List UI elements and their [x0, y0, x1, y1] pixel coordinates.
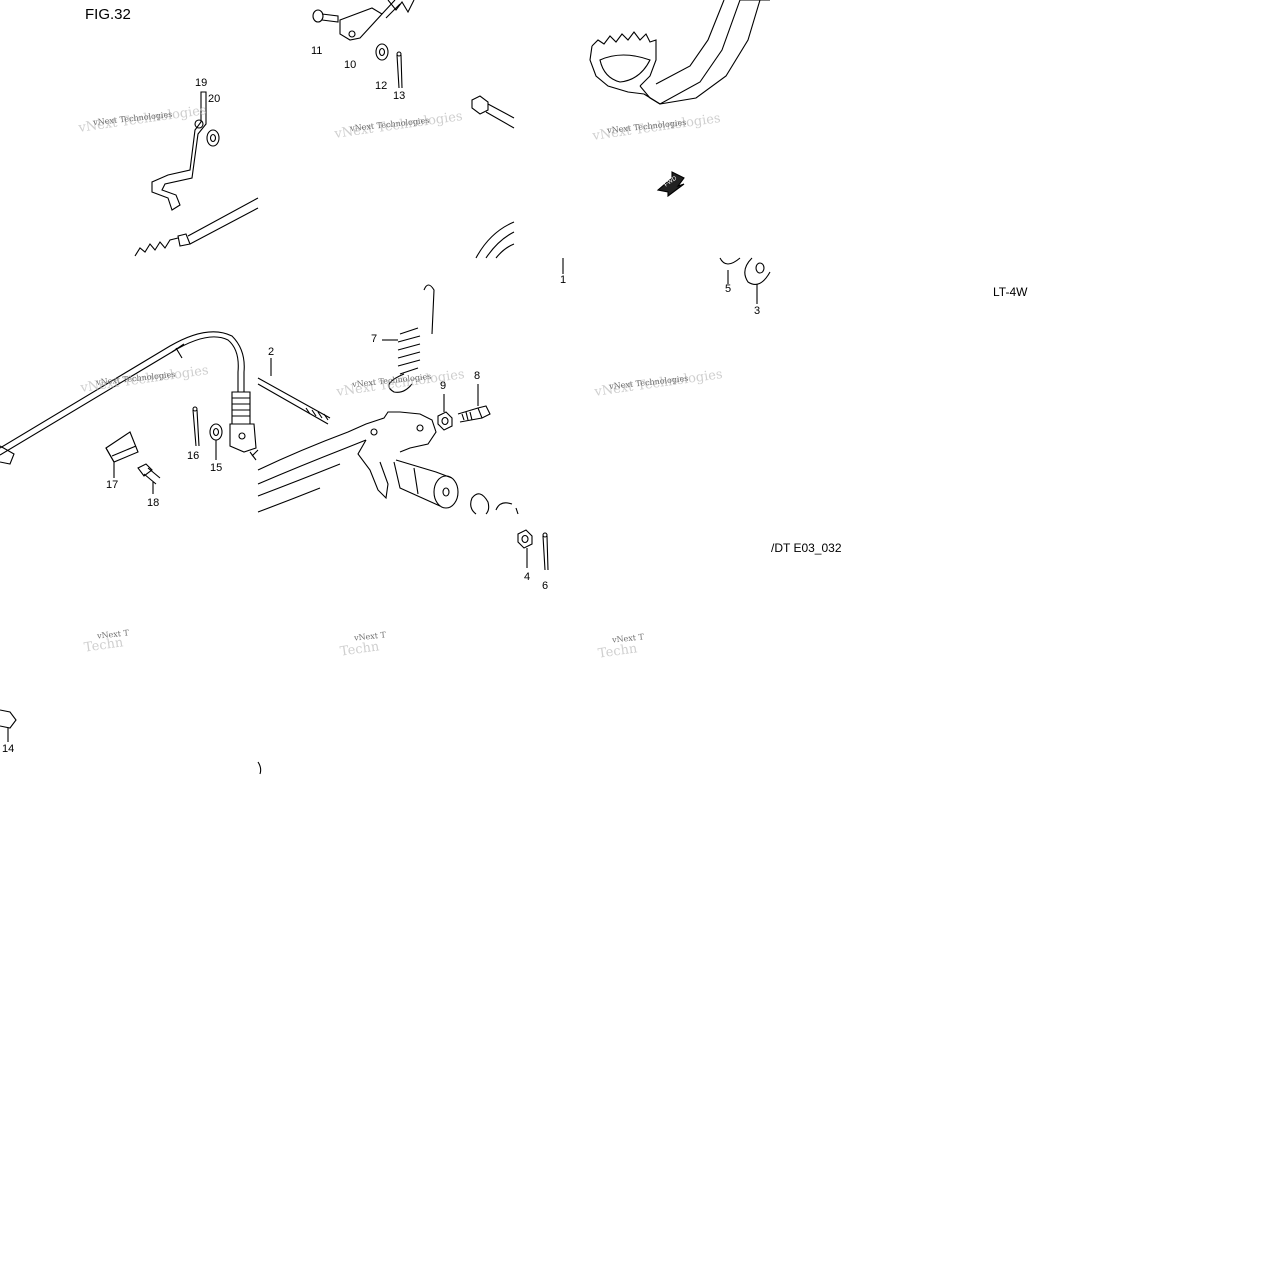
- callout-5: 5: [725, 283, 732, 295]
- part-ring-3: [744, 257, 771, 304]
- part-washer-12: [375, 43, 389, 61]
- callout-20: 20: [208, 93, 221, 105]
- callout-7: 7: [371, 333, 378, 345]
- part-rod-bracket: [151, 91, 207, 211]
- callout-8: 8: [474, 370, 481, 382]
- callout-9: 9: [440, 380, 447, 392]
- callout-4: 4: [524, 571, 531, 583]
- callout-15: 15: [210, 462, 223, 474]
- part-brake-rod-2: [257, 358, 331, 425]
- callout-1: 1: [560, 274, 567, 286]
- part-drum-arc: [475, 221, 515, 259]
- part-brake-cable: [0, 331, 245, 465]
- part-clip-17: [105, 431, 139, 478]
- part-pin-11: [312, 9, 339, 23]
- callout-14: 14: [2, 743, 15, 755]
- diagram-code: /DT E03_032: [771, 541, 842, 555]
- part-nut-9: [437, 394, 453, 431]
- part-cable-spring-end: [134, 197, 259, 257]
- callout-3: 3: [754, 305, 761, 317]
- part-cotter-6: [542, 532, 549, 571]
- callout-6: 6: [542, 580, 549, 592]
- part-cotter-16: [192, 406, 200, 447]
- callout-2: 2: [268, 346, 275, 358]
- callout-18: 18: [147, 497, 160, 509]
- part-washer-20: [206, 129, 220, 147]
- callout-12: 12: [375, 80, 388, 92]
- callout-10: 10: [344, 59, 357, 71]
- part-spring-7: [382, 284, 435, 393]
- callout-11: 11: [311, 45, 323, 57]
- part-brake-pedal: [589, 0, 770, 105]
- fwd-arrow-icon: [656, 171, 685, 198]
- part-washer-5: [719, 257, 741, 284]
- callout-19: 19: [195, 77, 208, 89]
- part-bolt-18: [137, 463, 161, 494]
- model-label: LT-4W: [993, 285, 1028, 299]
- part-bolt-8: [457, 384, 491, 423]
- part-rod-end-nut: [471, 95, 515, 129]
- callout-16: 16: [187, 450, 200, 462]
- part-cable-adjuster: [229, 391, 259, 461]
- part-cotter-13: [396, 51, 403, 89]
- part-brake-lever: [257, 411, 459, 513]
- part-o-ring: [470, 493, 519, 515]
- figure-label: FIG.32: [85, 6, 131, 23]
- part-washer-15: [209, 423, 223, 460]
- callout-17: 17: [106, 479, 119, 491]
- callout-13: 13: [393, 90, 406, 102]
- part-clevis-10: [339, 0, 415, 41]
- part-edge-fragment: [257, 761, 262, 775]
- part-bolt-14: [0, 709, 17, 742]
- part-nut-4: [517, 529, 533, 568]
